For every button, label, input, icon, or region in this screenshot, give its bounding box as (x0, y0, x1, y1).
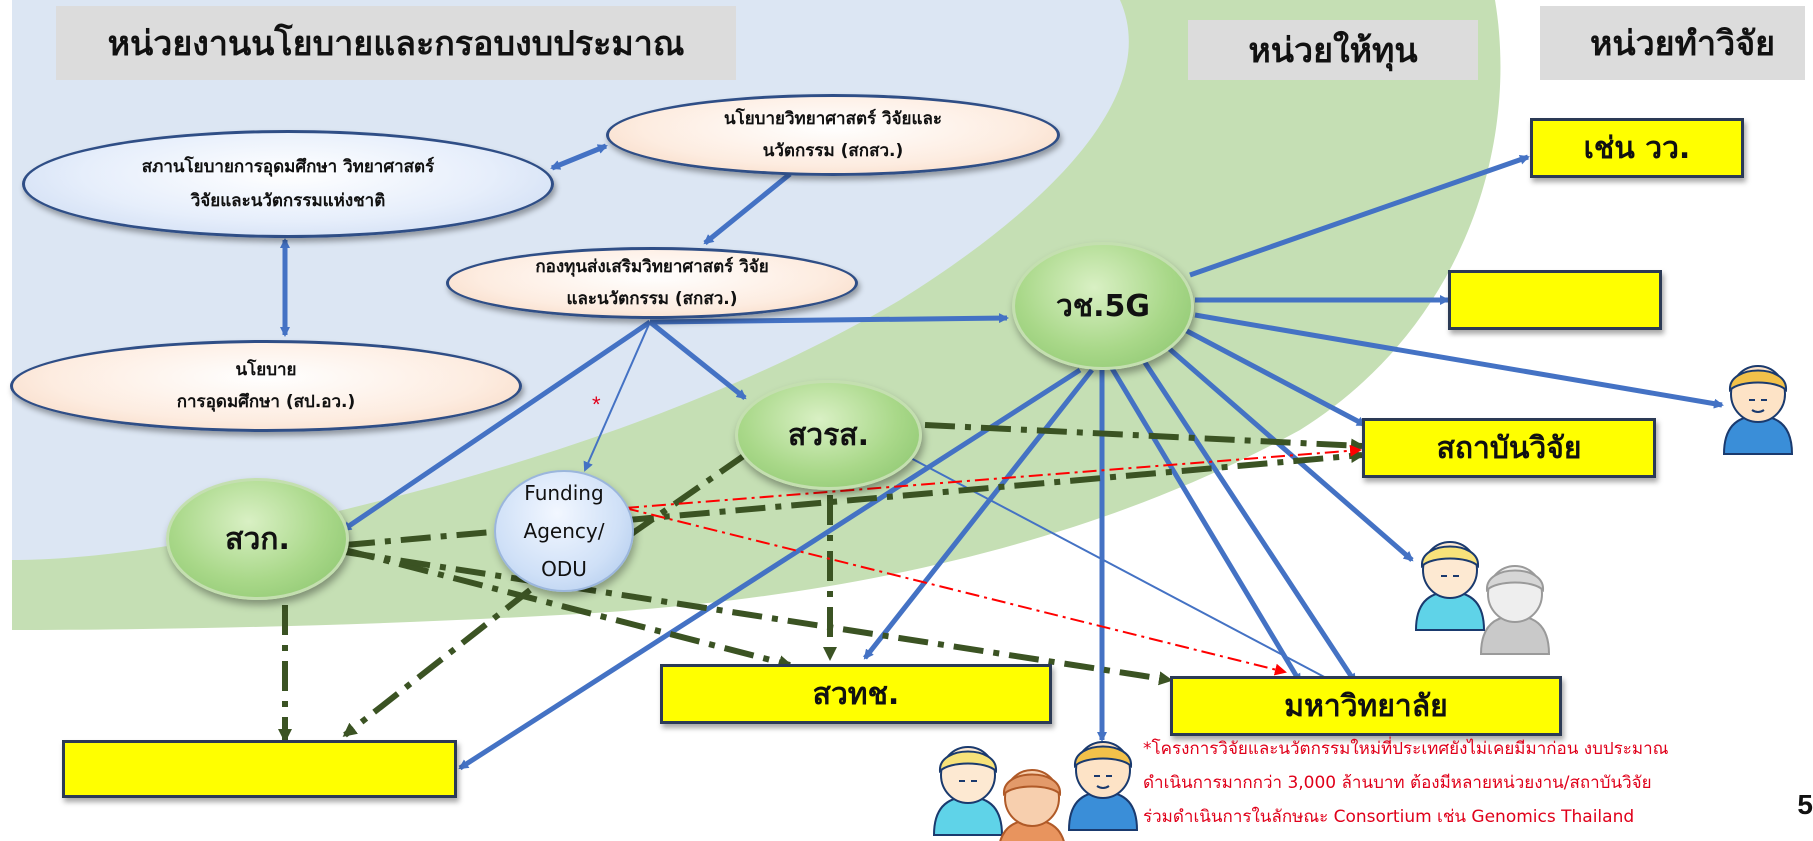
arrow-vch-institute (1183, 327, 1367, 428)
node-sti-policy-line2: นวัตกรรม (สกสว.) (762, 141, 904, 161)
arrow-vch-svtc (863, 368, 1094, 660)
arrow-policy-fund (703, 172, 792, 245)
footnote-line3: ร่วมดำเนินการในลักษณะ Consortium เช่น Ge… (1143, 807, 1635, 827)
footnote: *โครงการวิจัยและนวัตกรรมใหม่ที่ประเทศยัง… (1143, 732, 1763, 834)
node-svk: สวก. (166, 478, 349, 600)
box-svtc: สวทช. (660, 664, 1052, 724)
node-higher-ed-policy-line2: การอุดมศึกษา (สป.อว.) (176, 392, 356, 412)
node-funding-agency: Funding Agency/ ODU (494, 470, 634, 592)
box-empty-bottom (62, 740, 457, 798)
header-research-units: หน่วยทำวิจัย (1540, 6, 1805, 80)
arrow-odu-university (624, 507, 1287, 676)
arrow-vch-person (1194, 312, 1724, 409)
node-higher-ed-policy: นโยบายการอุดมศึกษา (สป.อว.) (10, 340, 522, 432)
arrow-svrs-institute (924, 422, 1365, 453)
footnote-line1: *โครงการวิจัยและนวัตกรรมใหม่ที่ประเทศยัง… (1143, 739, 1669, 759)
arrow-fund-svrs (648, 320, 747, 400)
box-research-institute: สถาบันวิจัย (1362, 418, 1656, 478)
arrow-fund-funding-agency (583, 321, 651, 472)
node-national-council-line1: สภานโยบายการอุดมศึกษา วิทยาศาสตร์ (141, 157, 435, 177)
node-fund-line1: กองทุนส่งเสริมวิทยาศาสตร์ วิจัย (535, 257, 769, 277)
node-funding-agency-line3: ODU (541, 557, 587, 581)
box-university: มหาวิทยาลัย (1170, 676, 1562, 736)
arrow-vch-university (1137, 353, 1358, 684)
node-funding-agency-line1: Funding (524, 481, 604, 505)
node-national-council-line2: วิจัยและนวัตกรรมแห่งชาติ (190, 191, 386, 211)
node-sti-policy: นโยบายวิทยาศาสตร์ วิจัยและนวัตกรรม (สกสว… (606, 94, 1060, 176)
arrow-vch-emptybottom (458, 367, 1082, 771)
header-policy-units: หน่วยงานนโยบายและกรอบงบประมาณ (56, 6, 736, 80)
star-mark: * (592, 392, 601, 417)
arrow-fund-vch (649, 313, 1009, 325)
arrow-odu-emptybottom (342, 587, 532, 738)
arrow-council-policy (550, 143, 608, 171)
node-national-council: สภานโยบายการอุดมศึกษา วิทยาศาสตร์วิจัยแล… (22, 130, 554, 238)
arrow-vch-persons (1163, 343, 1414, 562)
arrow-odu-institute (624, 444, 1362, 509)
node-sti-policy-line1: นโยบายวิทยาศาสตร์ วิจัยและ (723, 109, 943, 129)
node-vch-5g: วช.5G (1012, 242, 1194, 370)
arrow-fund-svk (341, 319, 652, 533)
arrow-svrs-odu (628, 452, 747, 538)
arrow-svk-svtc (344, 547, 793, 670)
arrow-svrs-university (904, 454, 1331, 681)
page-number: 5 (1797, 789, 1813, 820)
node-fund-line2: และนวัตกรรม (สกสว.) (566, 289, 738, 309)
node-funding-agency-line2: Agency/ (523, 519, 605, 543)
node-fund: กองทุนส่งเสริมวิทยาศาสตร์ วิจัยและนวัตกร… (446, 247, 858, 319)
footnote-line2: ดำเนินการมากกว่า 3,000 ล้านบาท ต้องมีหลา… (1143, 773, 1652, 793)
header-funding-units: หน่วยให้ทุน (1188, 20, 1478, 80)
arrow-vch-university2 (1107, 363, 1303, 684)
box-example-vv: เช่น วว. (1530, 118, 1744, 178)
node-svrs: สวรส. (735, 380, 922, 490)
arrow-svk-university (344, 549, 1173, 686)
arrow-vch-example (1189, 154, 1530, 278)
box-empty-top (1448, 270, 1662, 330)
node-higher-ed-policy-line1: นโยบาย (235, 360, 297, 380)
